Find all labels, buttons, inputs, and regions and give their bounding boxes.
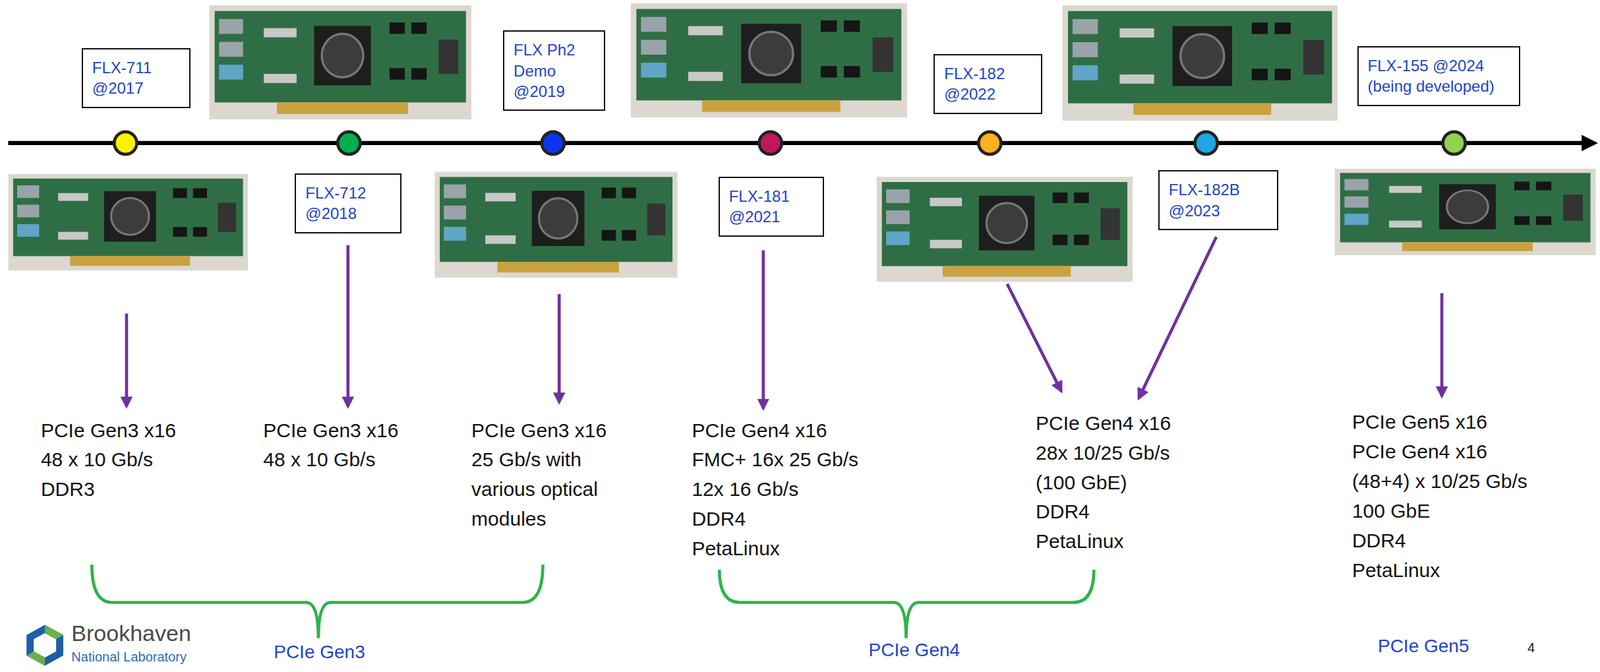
timeline-dot bbox=[759, 131, 782, 155]
spec-line: PetaLinux bbox=[1352, 558, 1440, 583]
spec-line: PetaLinux bbox=[1035, 529, 1124, 554]
spec-line: PCIe Gen4 x16 bbox=[691, 418, 827, 443]
fpga-card-photo bbox=[208, 5, 472, 120]
version-box: FLX-182B @2023 bbox=[1158, 170, 1279, 231]
group-label: PCIe Gen5 bbox=[1377, 634, 1470, 658]
group-label: PCIe Gen4 bbox=[868, 638, 961, 662]
version-box: FLX-712 @2018 bbox=[294, 173, 402, 234]
timeline-dot bbox=[978, 131, 1001, 155]
timeline-dot bbox=[337, 131, 360, 155]
timeline-dot bbox=[1195, 131, 1218, 155]
spec-line: various optical bbox=[471, 477, 598, 502]
version-label: FLX-181 @2021 bbox=[729, 185, 814, 227]
spec-line: DDR4 bbox=[1352, 528, 1407, 553]
spec-line: DDR4 bbox=[691, 506, 746, 531]
spec-line: 100 GbE bbox=[1352, 499, 1430, 523]
spec-line: PCIe Gen3 x16 bbox=[471, 418, 607, 443]
group-label: PCIe Gen3 bbox=[273, 640, 366, 664]
version-label: FLX-182B @2023 bbox=[1168, 179, 1268, 221]
pointer-arrow bbox=[1138, 236, 1217, 399]
spec-line: PCIe Gen3 x16 bbox=[40, 418, 177, 443]
logo-subtitle: National Laboratory bbox=[71, 648, 187, 665]
timeline-arrowhead bbox=[1581, 135, 1599, 152]
fpga-card-photo bbox=[1062, 5, 1338, 121]
spec-line: PetaLinux bbox=[691, 536, 780, 561]
fpga-card-photo bbox=[1334, 168, 1597, 256]
spec-line: 25 Gb/s with bbox=[471, 447, 582, 472]
spec-line: DDR4 bbox=[1035, 499, 1090, 524]
version-box: FLX-182 @2022 bbox=[933, 54, 1043, 115]
spec-line: (100 GbE) bbox=[1035, 470, 1127, 495]
spec-line: modules bbox=[471, 506, 546, 531]
version-box: FLX Ph2 Demo @2019 bbox=[503, 30, 606, 111]
fpga-card-photo bbox=[7, 173, 248, 271]
spec-line: PCIe Gen5 x16 bbox=[1352, 410, 1488, 434]
lab-logo bbox=[26, 624, 64, 666]
spec-line: 48 x 10 Gb/s bbox=[263, 447, 376, 472]
group-bracket bbox=[719, 569, 1094, 639]
version-label: FLX Ph2 Demo @2019 bbox=[513, 39, 595, 102]
spec-line: FMC+ 16x 25 Gb/s bbox=[691, 447, 859, 472]
timeline-dot bbox=[1443, 131, 1466, 155]
version-box: FLX-181 @2021 bbox=[718, 176, 825, 237]
version-box: FLX-155 @2024 (being developed) bbox=[1357, 46, 1521, 107]
fpga-card-photo bbox=[876, 176, 1134, 282]
spec-line: PCIe Gen4 x16 bbox=[1352, 439, 1488, 464]
pointer-arrow bbox=[1440, 292, 1444, 396]
version-label: FLX-711 @2017 bbox=[92, 57, 180, 99]
pointer-arrow bbox=[761, 249, 765, 409]
spec-line: 28x 10/25 Gb/s bbox=[1035, 441, 1170, 465]
spec-line: PCIe Gen3 x16 bbox=[263, 418, 399, 443]
page-number: 4 bbox=[1527, 639, 1535, 656]
version-label: FLX-155 @2024 (being developed) bbox=[1367, 55, 1510, 97]
spec-line: 12x 16 Gb/s bbox=[691, 477, 799, 502]
pointer-arrow bbox=[125, 313, 129, 407]
spec-line: 48 x 10 Gb/s bbox=[40, 447, 153, 472]
fpga-card-photo bbox=[630, 3, 908, 118]
pointer-arrow bbox=[1007, 284, 1062, 392]
logo-name: Brookhaven bbox=[71, 619, 191, 647]
spec-line: DDR3 bbox=[40, 477, 95, 502]
pointer-arrow bbox=[346, 245, 350, 407]
version-box: FLX-711 @2017 bbox=[81, 48, 191, 109]
version-label: FLX-712 @2018 bbox=[305, 182, 391, 224]
timeline-dot bbox=[541, 131, 565, 155]
timeline-axis bbox=[7, 141, 1586, 146]
version-label: FLX-182 @2022 bbox=[944, 63, 1032, 105]
timeline-dot bbox=[114, 131, 137, 155]
spec-line: (48+4) x 10/25 Gb/s bbox=[1352, 469, 1528, 494]
spec-line: PCIe Gen4 x16 bbox=[1035, 411, 1171, 436]
fpga-card-photo bbox=[434, 171, 678, 278]
pointer-arrow bbox=[557, 294, 562, 403]
